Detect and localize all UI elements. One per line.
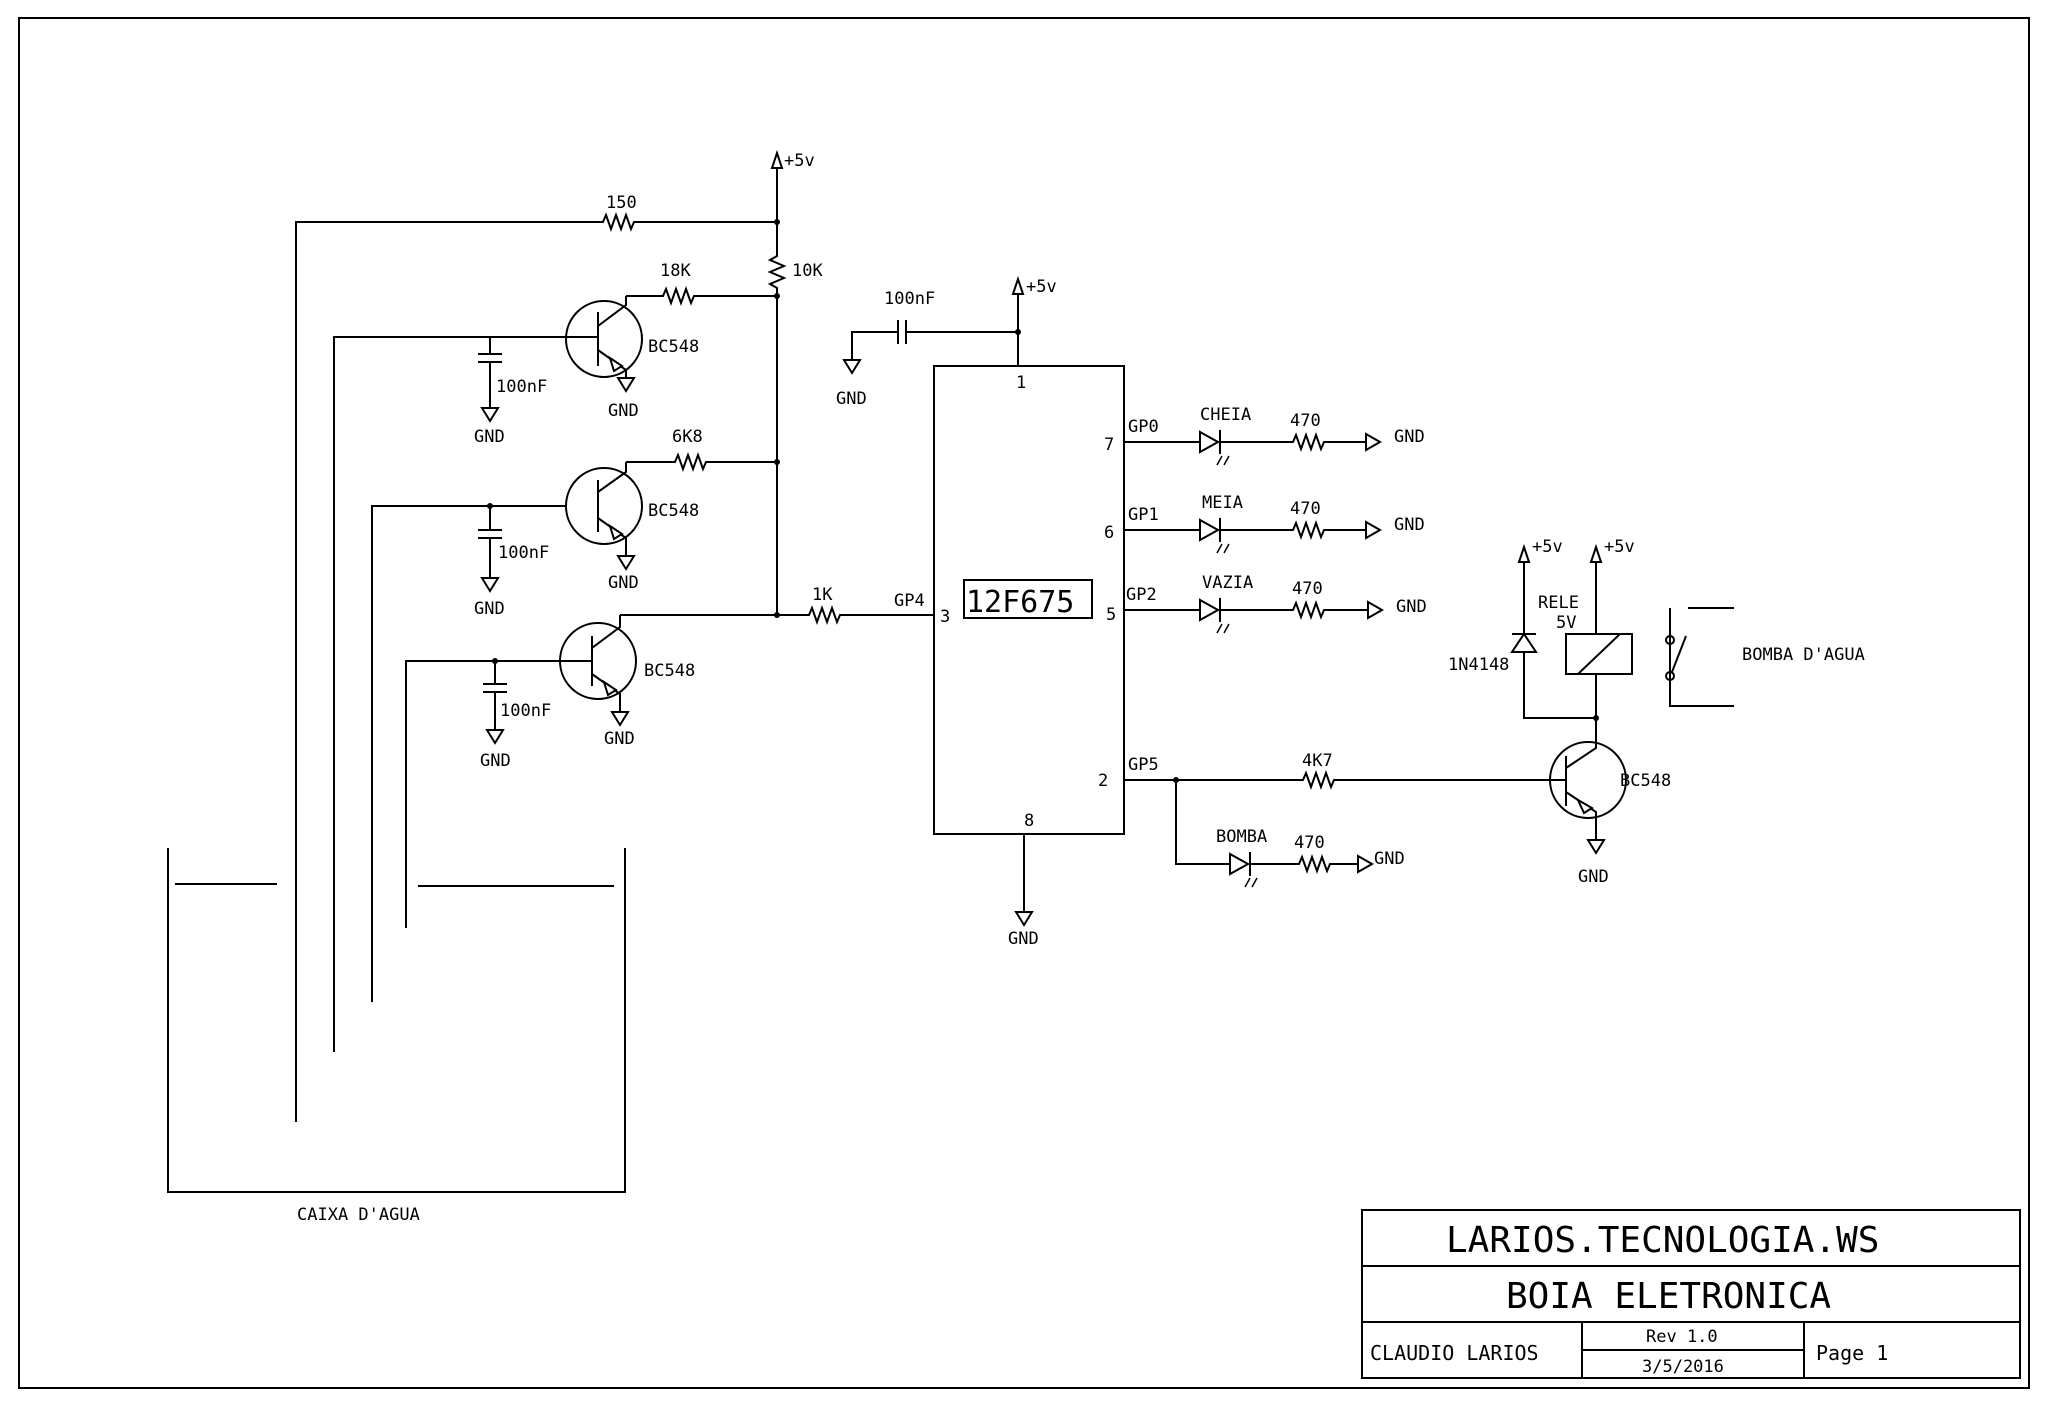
led-cheia-branch: GP0 CHEIA 470 GND [1124,405,1425,466]
led-bomba-label: BOMBA [1216,827,1267,847]
sheet-frame [18,17,2030,1389]
diode-vcc-label: +5v [1532,537,1563,557]
transistor-stage-3: GND BC548 100nF GND [480,612,780,771]
drawing-date: 3/5/2016 [1642,1357,1724,1377]
pin7-label: 7 [1104,435,1114,455]
led-vazia-label: VAZIA [1202,573,1253,593]
cap-ic-label: 100nF [884,289,935,309]
ic-name: 12F675 [966,585,1074,620]
transistor-3-label: BC548 [644,661,695,681]
resistor-10k: 10K [767,252,823,294]
relay-vcc-label: +5v [1604,537,1635,557]
resistor-6k8 [669,454,711,470]
transistor-stage-1: 18K GND BC548 100nF GND [474,261,780,447]
transistor-1-gnd: GND [608,401,639,421]
transistor-1-label: BC548 [648,337,699,357]
vcc-top-label: +5v [784,151,815,171]
ic-supply: +5v 100nF GND GND [836,275,1057,949]
pin3-label: 3 [940,607,950,627]
pin6-label: 6 [1104,523,1114,543]
ic-12f675: 12F675 1 8 3 7 6 5 2 GP4 [894,365,1125,835]
cap-3-gnd: GND [480,751,511,771]
resistor-4k7 [1297,772,1339,788]
led-cheia-gnd: GND [1394,427,1425,447]
led-cheia-label: CHEIA [1200,405,1251,425]
page-number: Page 1 [1816,1341,1888,1365]
gp2-label: GP2 [1126,585,1157,605]
probe-wires [295,221,598,1122]
r4k7-label: 4K7 [1302,751,1333,771]
cap-3-label: 100nF [500,701,551,721]
relay-driver: GND BC548 [1549,718,1671,887]
revision: Rev 1.0 [1646,1327,1718,1347]
relay-name: RELE [1538,593,1579,613]
r470-4-label: 470 [1294,833,1325,853]
driver-transistor-label: BC548 [1620,771,1671,791]
cap-1-gnd: GND [474,427,505,447]
gp0-label: GP0 [1128,417,1159,437]
transistor-2-label: BC548 [648,501,699,521]
resistor-150 [597,214,639,230]
ic-gnd-label: GND [1008,929,1039,949]
led-vazia-branch: GP2 VAZIA 470 GND [1124,573,1427,634]
cap-ic-gnd: GND [836,389,867,409]
transistor-stage-2: 6K8 GND BC548 100nF GND [474,427,780,619]
relay-voltage: 5V [1556,613,1576,633]
gp5-branch: GP5 4K7 BOMBA 470 GND [1124,751,1566,888]
vcc-top: +5v 150 [597,149,815,252]
transistor-3-gnd: GND [604,729,635,749]
title-block: LARIOS.TECNOLOGIA.WS BOIA ELETRONICA CLA… [1361,1209,2021,1379]
led-meia-label: MEIA [1202,493,1243,513]
r150-label: 150 [606,193,637,213]
gp4-label: GP4 [894,591,925,611]
r6k8-label: 6K8 [672,427,703,447]
cap-1-label: 100nF [496,377,547,397]
water-tank: CAIXA D'AGUA [167,848,626,1225]
pin5-label: 5 [1106,605,1116,625]
gp1-label: GP1 [1128,505,1159,525]
led-vazia-gnd: GND [1396,597,1427,617]
gp5-label: GP5 [1128,755,1159,775]
drawing-title: BOIA ELETRONICA [1506,1276,1831,1317]
led-meia-gnd: GND [1394,515,1425,535]
r470-1-label: 470 [1290,411,1321,431]
relay: +5v RELE 5V BOMBA D'AGUA [1538,537,1865,721]
r18k-label: 18K [660,261,691,281]
company-name: LARIOS.TECNOLOGIA.WS [1446,1220,1879,1261]
tank-label: CAIXA D'AGUA [297,1205,420,1225]
flyback-diode: +5v 1N4148 [1448,537,1596,719]
resistor-18k [657,288,699,304]
cap-2-gnd: GND [474,599,505,619]
ic-vcc-label: +5v [1026,277,1057,297]
r10k-label: 10K [792,261,823,281]
r470-3-label: 470 [1292,579,1323,599]
r1k-label: 1K [812,585,833,605]
led-meia-branch: GP1 MEIA 470 GND [1124,493,1425,554]
diode-label: 1N4148 [1448,655,1509,675]
cap-2-label: 100nF [498,543,549,563]
transistor-2-gnd: GND [608,573,639,593]
pin1-label: 1 [1016,373,1026,393]
r470-2-label: 470 [1290,499,1321,519]
author-name: CLAUDIO LARIOS [1370,1341,1539,1365]
pin2-label: 2 [1098,771,1108,791]
led-bomba-gnd: GND [1374,849,1405,869]
pump-label: BOMBA D'AGUA [1742,645,1865,665]
pin8-label: 8 [1024,811,1034,831]
resistor-1k: 1K [777,585,934,623]
driver-gnd: GND [1578,867,1609,887]
